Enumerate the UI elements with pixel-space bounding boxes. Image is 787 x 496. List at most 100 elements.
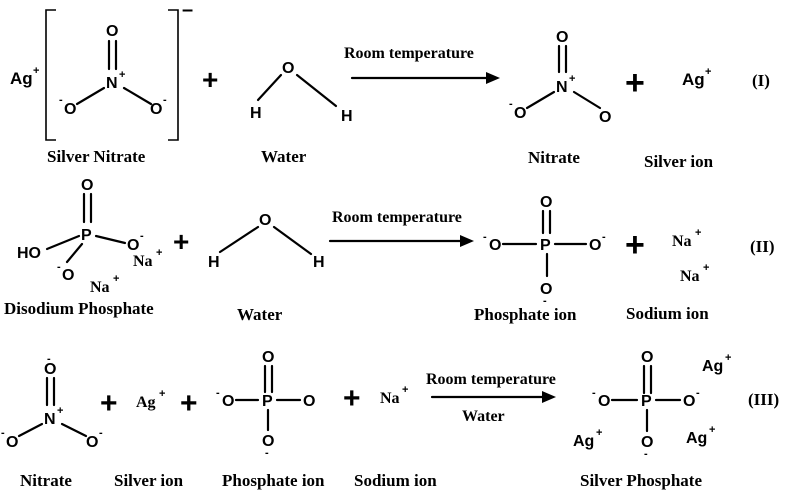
- r3-ph-o-bottom-charge: -: [265, 447, 269, 459]
- r1-label-water: Water: [261, 147, 307, 166]
- r3-na-charge: +: [402, 384, 408, 396]
- r2-bond-o-right: [94, 234, 127, 245]
- r1-label-silver-ion: Silver ion: [644, 152, 714, 171]
- r2-p-o-top: O: [81, 177, 93, 194]
- r3-sp-ag-2: Ag: [573, 433, 594, 450]
- r2-bond-ho: [45, 234, 81, 251]
- r3-n-bond-right: [60, 422, 88, 438]
- r2-prod-o-top: O: [540, 194, 552, 211]
- r1-bond-left: [75, 86, 106, 106]
- r2-arrow-head: [460, 235, 474, 247]
- label-disodium-phosphate: Disodium Phosphate: [4, 299, 154, 318]
- r3-n-o-right: O: [86, 434, 98, 451]
- reaction-3: - O N + - O O - Nitrate + Ag + Silver io…: [1, 349, 779, 490]
- r2-prod-p: P: [540, 237, 551, 254]
- r2-water-bond-right: [272, 225, 313, 256]
- r3-roman-numeral: (III): [748, 390, 779, 409]
- r2-na-2: Na: [90, 279, 110, 296]
- r3-sp-p: P: [641, 393, 652, 410]
- r2-prod-o-right: O: [589, 237, 601, 254]
- r2-roman-numeral: (II): [750, 237, 775, 256]
- r3-ph-o-top: O: [262, 349, 274, 366]
- r3-ph-o-left: O: [222, 393, 234, 410]
- r3-sp-ag-2-charge: +: [596, 427, 602, 439]
- r2-water-bond-left: [218, 225, 260, 254]
- r1-water-h-right: H: [341, 108, 353, 125]
- r3-ph-p: P: [262, 393, 273, 410]
- r3-arrow-label-bottom: Water: [462, 408, 505, 425]
- reaction-1: Ag + – O N + - O O - Silver Nitrate + O …: [10, 0, 770, 171]
- r3-sp-o-left-charge: -: [592, 387, 596, 399]
- r2-na-2-charge: +: [113, 273, 119, 285]
- r2-bond-o-bottom: [65, 242, 84, 264]
- r2-prod-o-bottom: O: [540, 281, 552, 298]
- r3-sp-ag-1-charge: +: [725, 352, 731, 364]
- r1-prod-o-left: O: [514, 105, 526, 122]
- r1-arrow-label: Room temperature: [344, 45, 474, 62]
- r3-n-o-left: O: [6, 434, 18, 451]
- r3-sp-o-top: O: [641, 349, 653, 366]
- r2-water-o: O: [259, 212, 271, 229]
- r3-ph-o-bottom: O: [262, 433, 274, 450]
- r3-ag-charge: +: [159, 388, 165, 400]
- r2-label-water: Water: [237, 305, 283, 324]
- bracket-charge: –: [182, 0, 193, 21]
- r1-prod-n-charge: +: [569, 73, 575, 85]
- reaction-2: O P HO O - - O Na + Na + Disodium Phosph…: [4, 177, 775, 324]
- r3-sp-ag-3-charge: +: [709, 424, 715, 436]
- r2-plus-1: +: [173, 226, 189, 257]
- r2-prod-o-right-charge: -: [602, 231, 606, 243]
- r2-ho: HO: [17, 245, 41, 262]
- r2-prod-na-1-charge: +: [695, 227, 701, 239]
- r2-arrow-label: Room temperature: [332, 209, 462, 226]
- r1-o-right-charge: -: [163, 94, 167, 106]
- r3-n-bond-left: [17, 422, 44, 438]
- r3-plus-1: +: [100, 387, 118, 420]
- r3-sp-o-bottom: O: [641, 434, 653, 451]
- r2-label-phosphate-ion: Phosphate ion: [474, 305, 577, 324]
- r3-sp-o-right-charge: -: [696, 387, 700, 399]
- r1-o-left-charge: -: [59, 94, 63, 106]
- r3-n-o-top: O: [44, 361, 56, 378]
- r3-plus-2: +: [180, 387, 198, 420]
- r3-ph-o-right: O: [303, 393, 315, 410]
- r2-prod-na-2-charge: +: [703, 262, 709, 274]
- r2-o-bottom-charge: -: [57, 261, 61, 273]
- r1-prod-n: N: [556, 79, 568, 96]
- r2-p: P: [81, 227, 92, 244]
- r1-plus-2: +: [625, 64, 645, 102]
- r3-label-phosphate-ion: Phosphate ion: [222, 471, 325, 490]
- r2-prod-na-2: Na: [680, 268, 700, 285]
- r1-nitrate-o-right: O: [150, 101, 162, 118]
- r2-prod-o-bottom-charge: -: [543, 295, 547, 307]
- r2-na-1-charge: +: [156, 247, 162, 259]
- r2-prod-na-1: Na: [672, 233, 692, 250]
- r3-n-o-left-charge: -: [1, 427, 5, 439]
- r3-na: Na: [380, 390, 400, 407]
- r1-prod-o-top: O: [556, 29, 568, 46]
- r1-label-nitrate: Nitrate: [528, 148, 580, 167]
- r1-water-bond-right: [295, 73, 338, 108]
- r2-o-right-charge: -: [140, 230, 144, 242]
- r2-p-o-bottom: O: [62, 267, 74, 284]
- r1-prod-bond-left: [525, 90, 556, 110]
- r2-prod-o-left-charge: -: [483, 231, 487, 243]
- r3-label-nitrate: Nitrate: [20, 471, 72, 490]
- r2-water-h-left: H: [208, 254, 220, 271]
- r3-n: N: [44, 411, 56, 428]
- r3-arrow-head: [542, 391, 556, 403]
- r3-label-sodium-ion: Sodium ion: [354, 471, 437, 490]
- r1-prod-o-right: O: [599, 109, 611, 126]
- r3-label-silver-ion: Silver ion: [114, 471, 184, 490]
- r3-n-charge: +: [57, 405, 63, 417]
- right-bracket: [168, 9, 179, 141]
- r1-nitrate-o-top: O: [106, 23, 118, 40]
- r1-arrow-head: [486, 72, 500, 84]
- r3-sp-ag-3: Ag: [686, 430, 707, 447]
- r2-p-o-right: O: [127, 237, 139, 254]
- r3-ag: Ag: [136, 394, 156, 411]
- r3-ph-o-left-charge: -: [216, 387, 220, 399]
- r1-nitrate-n: N: [106, 75, 118, 92]
